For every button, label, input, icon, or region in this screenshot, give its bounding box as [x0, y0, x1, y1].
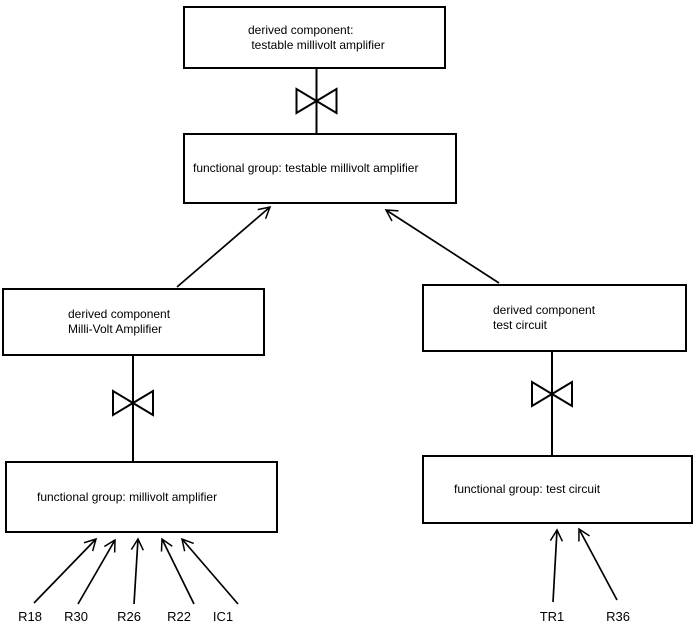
node-functional-group-millivolt-amplifier[interactable]: functional group: millivolt amplifier: [5, 461, 278, 533]
node-derived-component-milli-volt-amplifier[interactable]: derived component Milli-Volt Amplifier: [2, 288, 265, 356]
node-label-line: Milli-Volt Amplifier: [68, 322, 163, 336]
arrow-r26-to-fg-mv: [130, 537, 144, 605]
node-label-line: functional group: test circuit: [454, 482, 601, 496]
arrow-r36-to-fg-test: [578, 527, 618, 601]
arrow-r30-to-fg-mv: [77, 538, 116, 605]
arrow-derived-mv-to-fg-testable: [176, 205, 272, 288]
leaf-label-r30[interactable]: R30: [64, 609, 88, 624]
arrow-ic1-to-fg-mv: [180, 537, 239, 605]
leaf-label-r26[interactable]: R26: [117, 609, 141, 624]
node-label-line: derived component:: [248, 22, 354, 37]
connector-left-decomposition: [112, 356, 154, 461]
bowtie-decomposition-icon: [531, 380, 573, 408]
connector-right-decomposition: [531, 352, 573, 455]
node-functional-group-test-circuit[interactable]: functional group: test circuit: [422, 455, 693, 524]
node-derived-component-testable-mv-amplifier[interactable]: derived component: testable millivolt am…: [183, 6, 446, 69]
node-label-line: functional group: millivolt amplifier: [37, 489, 218, 504]
leaf-label-r36[interactable]: R36: [606, 609, 630, 624]
node-functional-group-testable-mv-amplifier[interactable]: functional group: testable millivolt amp…: [183, 133, 457, 204]
leaf-label-r18[interactable]: R18: [18, 609, 42, 624]
node-label-line: derived component: [68, 307, 171, 321]
node-label-line: test circuit: [493, 318, 548, 332]
node-label-line: functional group: testable millivolt amp…: [193, 161, 419, 175]
arrow-tr1-to-fg-test: [549, 528, 564, 603]
arrow-r18-to-fg-mv: [33, 537, 98, 604]
connector-top-decomposition: [295, 69, 338, 133]
node-label-line: testable millivolt amplifier: [248, 37, 385, 52]
leaf-label-tr1[interactable]: TR1: [539, 609, 565, 624]
leaf-label-ic1[interactable]: IC1: [212, 609, 234, 624]
bowtie-decomposition-icon: [112, 389, 154, 417]
arrow-derived-test-to-fg-testable: [384, 209, 500, 284]
leaf-label-r22[interactable]: R22: [167, 609, 191, 624]
node-label-line: derived component: [493, 303, 596, 317]
bowtie-decomposition-icon: [295, 87, 338, 115]
arrow-r22-to-fg-mv: [160, 537, 195, 605]
node-derived-component-test-circuit[interactable]: derived component test circuit: [422, 284, 687, 352]
